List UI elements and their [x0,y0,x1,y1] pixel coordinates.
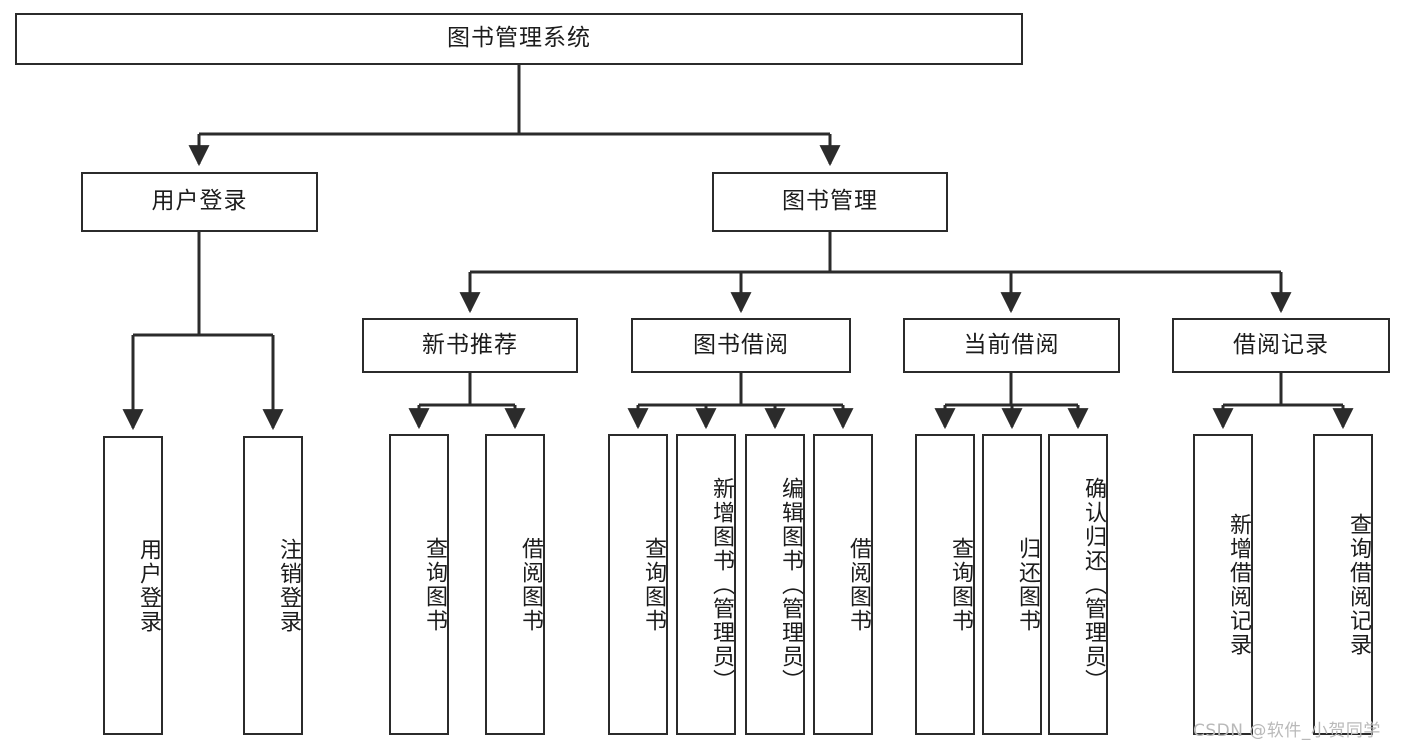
node-user-login[interactable]: 用户登录 [81,172,318,232]
node-leaf-return-book[interactable]: 归还图书 [982,434,1042,735]
node-leaf-borrow-book-2-label: 借阅图书 [846,536,871,633]
node-leaf-user-logout-label: 注销登录 [276,537,301,634]
node-leaf-user-logout[interactable]: 注销登录 [243,436,303,735]
node-leaf-query-book-2[interactable]: 查询图书 [608,434,668,735]
node-borrow-record-label: 借阅记录 [1233,331,1329,358]
node-leaf-edit-book-label: 编辑图书（管理员） [778,476,803,693]
node-leaf-query-book-1-label: 查询图书 [422,536,447,633]
node-leaf-user-login[interactable]: 用户登录 [103,436,163,735]
node-book-manage-label: 图书管理 [782,188,878,215]
node-leaf-borrow-book-1[interactable]: 借阅图书 [485,434,545,735]
node-root-label: 图书管理系统 [447,25,591,52]
node-leaf-borrow-book-2[interactable]: 借阅图书 [813,434,873,735]
node-leaf-query-book-3[interactable]: 查询图书 [915,434,975,735]
node-leaf-add-record[interactable]: 新增借阅记录 [1193,434,1253,735]
node-leaf-add-record-label: 新增借阅记录 [1226,512,1251,657]
node-new-book-recommend-label: 新书推荐 [422,331,518,358]
node-book-manage[interactable]: 图书管理 [712,172,948,232]
node-borrow-record[interactable]: 借阅记录 [1172,318,1390,373]
node-current-borrow[interactable]: 当前借阅 [903,318,1120,373]
node-leaf-query-record[interactable]: 查询借阅记录 [1313,434,1373,735]
node-leaf-add-book[interactable]: 新增图书（管理员） [676,434,736,735]
node-leaf-query-record-label: 查询借阅记录 [1346,512,1371,657]
node-book-borrow-label: 图书借阅 [693,331,789,358]
node-current-borrow-label: 当前借阅 [963,331,1060,358]
node-leaf-confirm-return[interactable]: 确认归还（管理员） [1048,434,1108,735]
node-leaf-confirm-return-label: 确认归还（管理员） [1081,476,1106,693]
node-leaf-query-book-3-label: 查询图书 [948,536,973,633]
node-book-borrow[interactable]: 图书借阅 [631,318,851,373]
node-leaf-return-book-label: 归还图书 [1015,536,1040,633]
node-leaf-query-book-2-label: 查询图书 [641,536,666,633]
node-user-login-label: 用户登录 [151,188,248,215]
node-leaf-user-login-label: 用户登录 [136,537,161,634]
node-root[interactable]: 图书管理系统 [15,13,1023,65]
node-leaf-edit-book[interactable]: 编辑图书（管理员） [745,434,805,735]
csdn-watermark: CSDN @软件_小贺同学 [1193,721,1381,741]
node-leaf-add-book-label: 新增图书（管理员） [709,476,734,693]
node-new-book-recommend[interactable]: 新书推荐 [362,318,578,373]
node-leaf-query-book-1[interactable]: 查询图书 [389,434,449,735]
node-leaf-borrow-book-1-label: 借阅图书 [518,536,543,633]
